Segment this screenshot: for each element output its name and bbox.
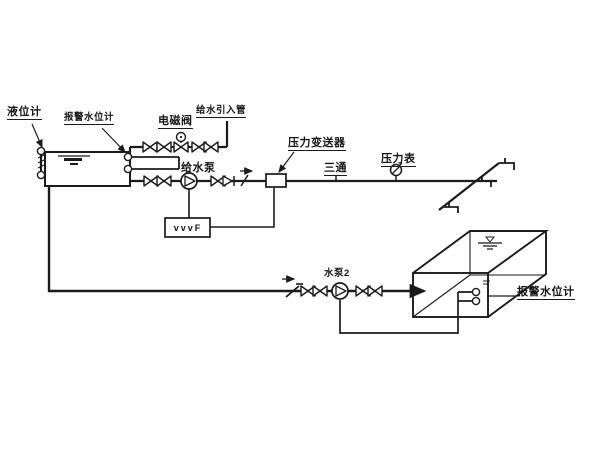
gate-valve-icon bbox=[142, 141, 158, 153]
left-tank-body bbox=[44, 151, 131, 187]
gate-valve-icon bbox=[203, 141, 219, 153]
pipe-transfer-line bbox=[47, 186, 427, 299]
feed-pump-icon bbox=[180, 172, 198, 190]
gate-valve-icon bbox=[156, 141, 172, 153]
label-alarm-level-left: 报警水位计 bbox=[64, 112, 115, 126]
right-tank bbox=[412, 230, 549, 318]
label-tee: 三通 bbox=[324, 162, 347, 177]
label-alarm-level-right: 报警水位计 bbox=[517, 286, 575, 301]
level-gauge-column bbox=[36, 146, 46, 180]
label-feed-pump: 给水泵 bbox=[181, 162, 216, 174]
level-switch-icon bbox=[471, 296, 481, 306]
scale-mark bbox=[483, 280, 490, 285]
faucet-riser bbox=[438, 158, 515, 213]
label-pump2: 水泵2 bbox=[324, 268, 350, 279]
label-solenoid-valve: 电磁阀 bbox=[158, 115, 193, 130]
flange-icon bbox=[36, 170, 46, 180]
gate-valve-icon bbox=[156, 175, 172, 187]
right-tank-front bbox=[412, 272, 489, 318]
water-level-icon bbox=[70, 163, 78, 165]
level-switch-icon bbox=[471, 287, 481, 297]
leader-level-gauge bbox=[31, 123, 43, 149]
check-valve-icon bbox=[285, 283, 303, 298]
gate-valve-icon bbox=[367, 285, 383, 297]
pump2-icon bbox=[331, 282, 349, 300]
label-level-gauge: 液位计 bbox=[7, 106, 42, 121]
faucet-icon bbox=[499, 158, 515, 170]
right-tank-right bbox=[487, 231, 547, 318]
check-valve-icon bbox=[222, 175, 235, 187]
pressure-gauge-icon bbox=[389, 162, 403, 177]
union-icon bbox=[240, 174, 249, 187]
wire-pump2-level-control bbox=[339, 291, 472, 334]
alarm-level-loop bbox=[129, 156, 180, 170]
right-tank-top bbox=[412, 230, 549, 274]
water-level-icon bbox=[64, 158, 82, 161]
faucet-icon bbox=[444, 202, 459, 213]
label-feed-inlet-pipe: 给水引入管 bbox=[196, 105, 247, 119]
riser-diagonal bbox=[438, 162, 500, 211]
leader-lines bbox=[31, 123, 516, 297]
flange-icon bbox=[123, 164, 133, 174]
leader-alarm-left bbox=[101, 127, 126, 153]
gate-valve-icon bbox=[312, 285, 328, 297]
water-level-icon bbox=[478, 236, 502, 250]
faucet-icon bbox=[477, 176, 492, 187]
pressure-transmitter-icon bbox=[265, 173, 287, 188]
leader-transmitter bbox=[278, 151, 295, 173]
label-pressure-gauge: 压力表 bbox=[381, 153, 416, 168]
vvvf-box-text: vvvF bbox=[173, 222, 203, 233]
gate-valve-icon bbox=[143, 175, 159, 187]
vvvf-box bbox=[164, 217, 211, 238]
flange-icon bbox=[123, 152, 133, 162]
label-pressure-transmitter: 压力变送器 bbox=[288, 137, 346, 152]
valves-and-equipment bbox=[142, 131, 403, 300]
flange-icon bbox=[36, 146, 46, 156]
wire-vvvf-transmitter bbox=[210, 188, 275, 228]
left-tank bbox=[36, 146, 133, 187]
right-tank-inner-edges bbox=[412, 231, 545, 318]
solenoid-valve-icon bbox=[173, 131, 189, 153]
